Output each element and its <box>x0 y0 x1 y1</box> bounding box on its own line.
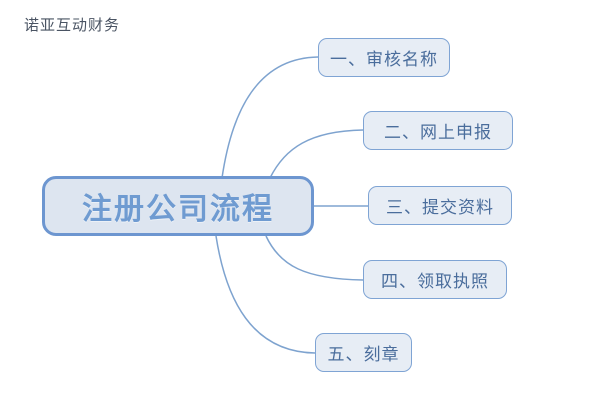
watermark-label: 诺亚互动财务 <box>24 16 121 34</box>
branch-node-1-label: 一、审核名称 <box>330 50 438 70</box>
branch-node-5-label: 五、刻章 <box>327 345 400 365</box>
connector-branch-5 <box>215 235 316 354</box>
connector-branch-4 <box>265 235 364 281</box>
branch-node-2-label: 二、网上申报 <box>384 123 492 143</box>
connector-branch-2 <box>269 129 364 179</box>
branch-node-4[interactable]: 四、领取执照 <box>363 260 507 299</box>
branch-node-2[interactable]: 二、网上申报 <box>363 111 513 150</box>
branch-node-1[interactable]: 一、审核名称 <box>318 38 450 77</box>
center-node-label: 注册公司流程 <box>82 192 274 227</box>
branch-node-5[interactable]: 五、刻章 <box>315 333 412 372</box>
branch-node-3[interactable]: 三、提交资料 <box>368 186 512 225</box>
branch-node-4-label: 四、领取执照 <box>381 272 489 292</box>
center-node[interactable]: 注册公司流程 <box>42 176 314 236</box>
branch-node-3-label: 三、提交资料 <box>386 198 494 218</box>
connector-branch-1 <box>221 56 319 179</box>
